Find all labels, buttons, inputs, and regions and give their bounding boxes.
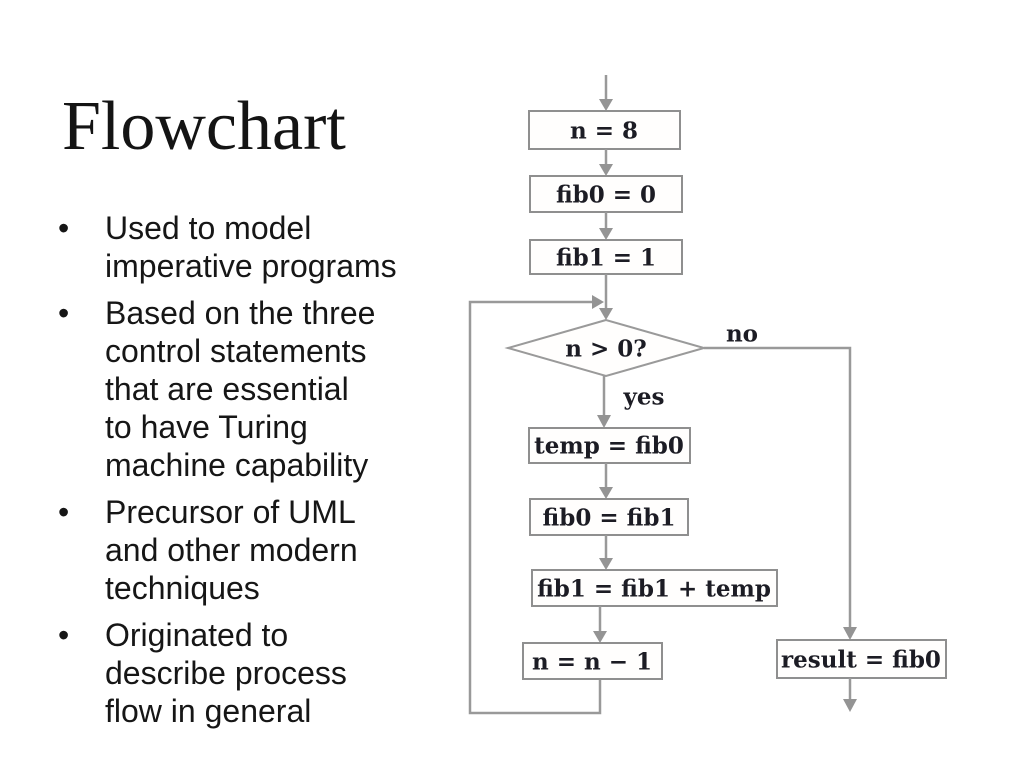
- node-fib1-init-box: [529, 239, 683, 275]
- bullet-marker: •: [58, 617, 70, 653]
- node-temp-box: [528, 427, 691, 464]
- bullet-marker: •: [58, 295, 70, 331]
- node-fib0-update-label: fib0 = fib1: [543, 505, 676, 532]
- node-fib0-update-box: [529, 498, 689, 536]
- bullet-item-2: • Based on the three control statements …: [58, 294, 448, 484]
- arrowhead-fib0upd-fib1upd: [599, 558, 613, 570]
- arrowhead-fib1upd-ndec: [593, 631, 607, 643]
- bullet-marker: •: [58, 210, 70, 246]
- edge-label-yes: yes: [623, 384, 665, 411]
- bullet-line: imperative programs: [105, 248, 397, 284]
- node-cond-label: n > 0?: [565, 336, 647, 363]
- arrowhead-fib1-cond: [599, 308, 613, 320]
- bullet-item-1: • Used to model imperative programs: [58, 209, 448, 285]
- edge-no-line: [704, 346, 852, 628]
- bullet-text: Based on the three control statements th…: [105, 294, 448, 484]
- arrowhead-fib0-fib1: [599, 228, 613, 240]
- slide-title: Flowchart: [62, 88, 346, 165]
- bullet-line: describe process: [105, 655, 347, 691]
- bullet-item-4: • Originated to describe process flow in…: [58, 616, 448, 730]
- bullet-line: machine capability: [105, 447, 369, 483]
- node-fib1-init-label: fib1 = 1: [556, 245, 656, 272]
- bullet-text: Originated to describe process flow in g…: [105, 616, 448, 730]
- bullet-line: Based on the three: [105, 295, 376, 331]
- bullet-line: techniques: [105, 570, 260, 606]
- bullet-line: flow in general: [105, 693, 312, 729]
- bullet-text: Precursor of UML and other modern techni…: [105, 493, 448, 607]
- arrowhead-yes-temp: [597, 415, 611, 428]
- node-fib1-update-box: [531, 569, 778, 607]
- node-result-label: result = fib0: [781, 647, 941, 674]
- node-n8-label: n = 8: [570, 118, 638, 145]
- node-n-decrement-box: [522, 642, 663, 680]
- bullet-line: that are essential: [105, 371, 349, 407]
- edge-label-no: no: [726, 321, 758, 348]
- node-fib1-update-label: fib1 = fib1 + temp: [537, 576, 771, 603]
- bullet-line: Originated to: [105, 617, 289, 653]
- loop-back-line: [468, 300, 602, 715]
- bullet-line: Used to model: [105, 210, 312, 246]
- arrowhead-exit: [843, 699, 857, 712]
- node-fib0-init-label: fib0 = 0: [556, 182, 656, 209]
- bullet-line: to have Turing: [105, 409, 308, 445]
- arrowhead-entry: [599, 99, 613, 111]
- bullet-line: control statements: [105, 333, 367, 369]
- bullet-line: and other modern: [105, 532, 358, 568]
- arrowhead-temp-fib0upd: [599, 487, 613, 499]
- bullet-item-3: • Precursor of UML and other modern tech…: [58, 493, 448, 607]
- bullet-marker: •: [58, 494, 70, 530]
- node-fib0-init-box: [529, 175, 683, 213]
- node-result-box: [776, 639, 947, 679]
- arrowhead-n8-fib0: [599, 164, 613, 176]
- arrowhead-no-result: [843, 627, 857, 640]
- bullet-text: Used to model imperative programs: [105, 209, 448, 285]
- node-n8-box: [528, 110, 681, 150]
- node-cond-diamond: [504, 318, 708, 378]
- bullet-line: Precursor of UML: [105, 494, 356, 530]
- node-n-decrement-label: n = n − 1: [532, 649, 652, 676]
- node-temp-label: temp = fib0: [534, 433, 684, 460]
- arrowhead-loop-join: [592, 295, 604, 309]
- bullet-list: • Used to model imperative programs • Ba…: [58, 209, 448, 739]
